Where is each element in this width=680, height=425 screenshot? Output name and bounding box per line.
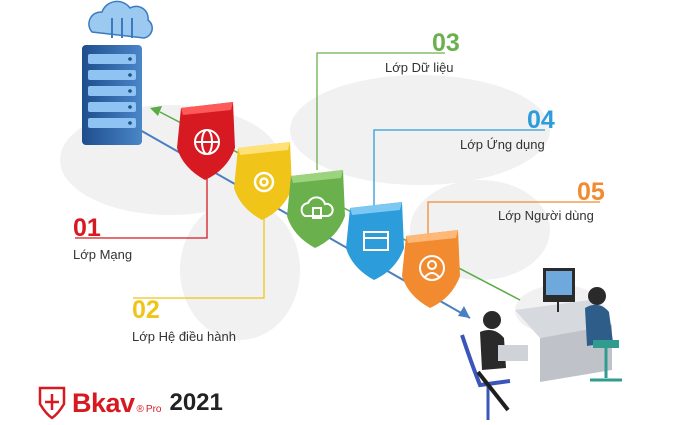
shield-os	[234, 142, 292, 220]
layer-number-01: 01	[73, 214, 101, 242]
brand-suffix: Pro	[145, 403, 162, 415]
user-icon	[419, 255, 445, 281]
layer-number-05: 05	[577, 178, 605, 206]
gear-icon	[253, 171, 275, 193]
app-window-icon	[363, 231, 389, 251]
brand-name: Bkav	[72, 387, 135, 418]
globe-icon	[194, 129, 220, 155]
bkav-logo-icon	[38, 386, 66, 420]
layer-label-application: Lớp Ứng dụng	[460, 137, 545, 152]
layer-number-04: 04	[527, 106, 555, 134]
layer-number-02: 02	[132, 296, 160, 324]
shield-application	[346, 202, 404, 280]
shield-data	[287, 170, 345, 248]
cloud-upload-icon	[88, 0, 153, 39]
layer-number-03: 03	[432, 29, 460, 57]
return-arrow-head	[150, 106, 162, 116]
connector-lines	[75, 52, 600, 299]
layer-label-user: Lớp Người dùng	[498, 208, 594, 223]
shield-user	[402, 230, 460, 308]
cloud-data-icon	[300, 196, 334, 219]
brand-year: 2021	[169, 389, 223, 416]
layer-label-os: Lớp Hệ điều hành	[132, 329, 236, 344]
layer-label-network: Lớp Mạng	[73, 247, 133, 262]
office-workers-illustration	[460, 268, 622, 420]
flow-arrow-head	[458, 306, 470, 318]
layer-label-data: Lớp Dữ liệu	[385, 60, 454, 75]
brand-registered: ®	[136, 403, 144, 415]
brand-footer: Bkav ® Pro 2021	[40, 386, 223, 420]
shield-network	[177, 102, 235, 180]
server-rack-icon	[82, 45, 142, 145]
